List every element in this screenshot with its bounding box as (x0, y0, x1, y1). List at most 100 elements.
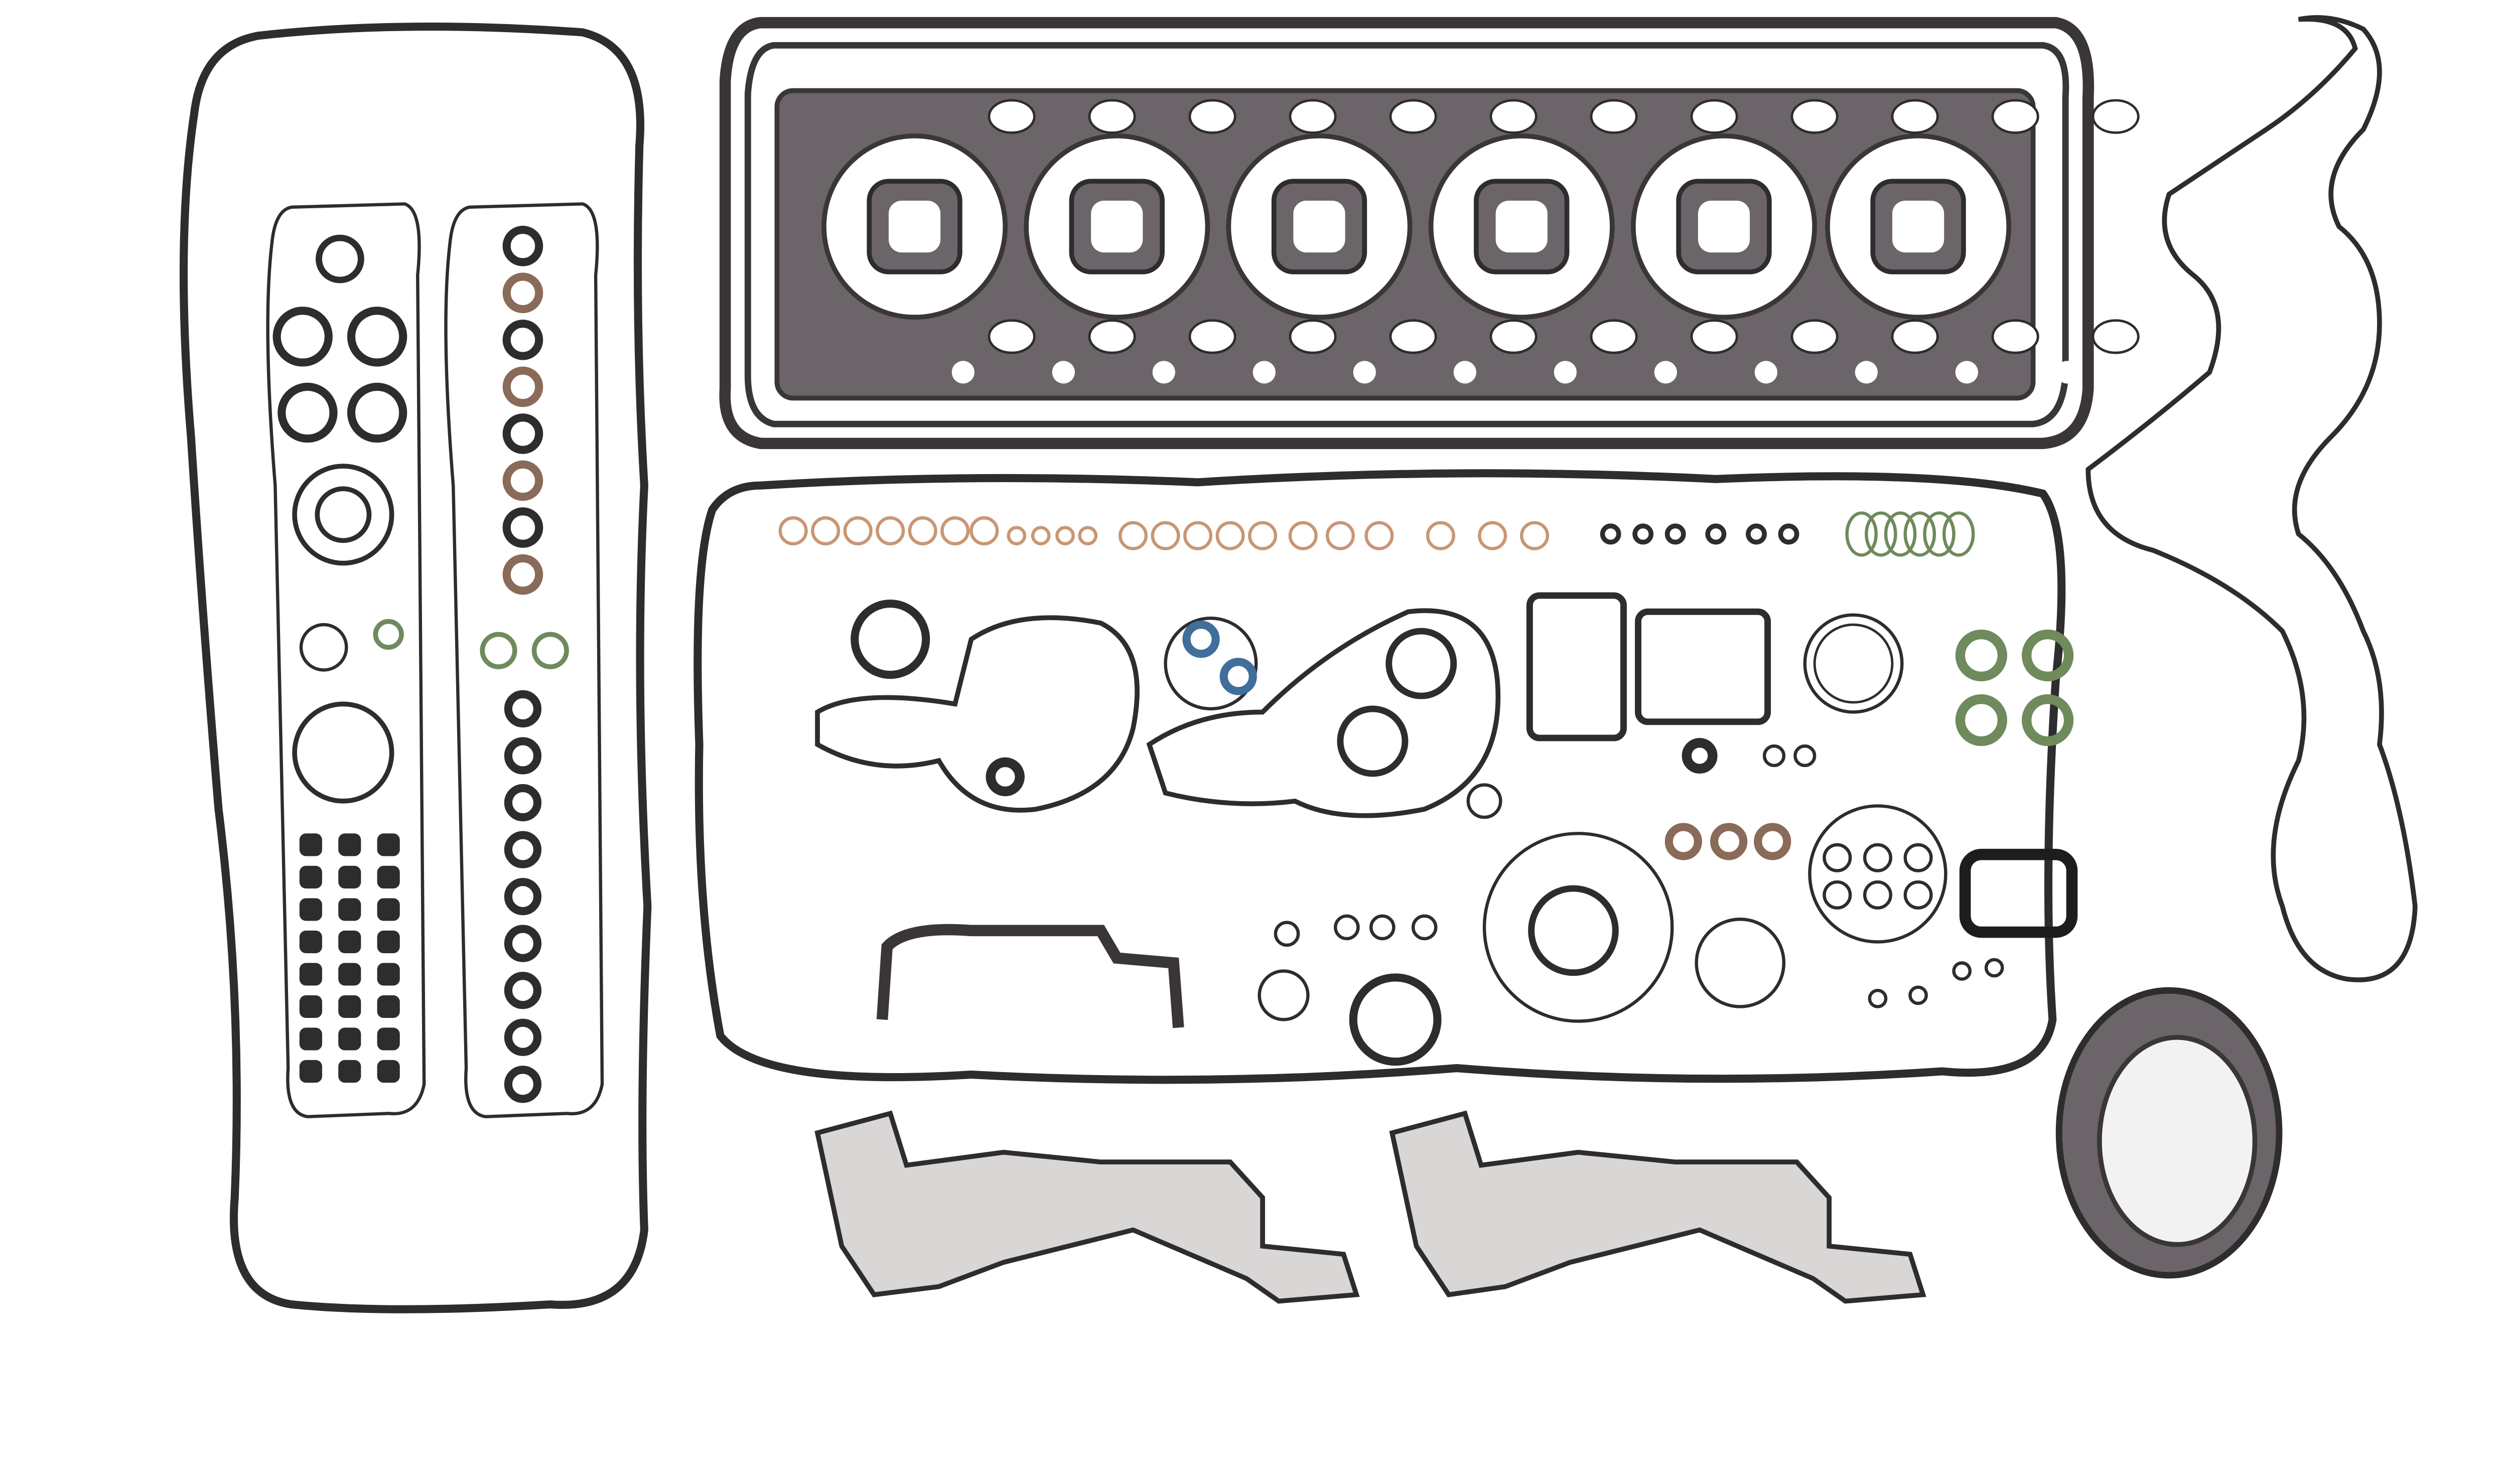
shaft-seal (272, 307, 333, 367)
o-ring-small (1778, 523, 1799, 545)
water-hole (951, 361, 974, 384)
copper-washer (1364, 521, 1394, 550)
head-holes (951, 99, 2140, 384)
bronze-seal (1710, 823, 1748, 860)
copper-washer-small (1055, 526, 1075, 546)
o-ring-small (1411, 914, 1438, 941)
injector-seal (502, 413, 543, 454)
head-bolt-hole (988, 99, 1036, 134)
valve-stem-seal (377, 865, 400, 888)
o-ring-small (1952, 961, 1972, 981)
copper-washer-small (1031, 526, 1051, 546)
exhaust-gasket-square (1526, 592, 1627, 741)
head-bolt-hole (1790, 319, 1839, 354)
valve-stem-seal (377, 833, 400, 856)
injector-seal (504, 690, 542, 727)
injector-seal (502, 366, 543, 407)
valve-port-opening (1698, 200, 1750, 253)
front-seal (292, 701, 394, 804)
o-ring-large (1695, 918, 1786, 1008)
head-bolt-hole (1389, 319, 1437, 354)
head-bolt-hole (1991, 319, 2039, 354)
valve-stem-seal (338, 898, 361, 921)
o-ring-small (1274, 921, 1300, 947)
o-ring-small (1984, 958, 2004, 978)
injector-seal (504, 1066, 542, 1103)
o-ring-green (531, 632, 569, 669)
shaft-seal (851, 600, 930, 679)
valve-stem-seal (377, 963, 400, 986)
o-ring-small (1762, 744, 1786, 768)
o-ring-green (1942, 511, 1975, 557)
shaft-seal-large (1349, 973, 1442, 1066)
head-bolt-hole (988, 319, 1036, 354)
o-ring (1258, 969, 1310, 1021)
valve-stem-seal (377, 1027, 400, 1051)
head-bolt-hole (1389, 99, 1437, 134)
water-hole (1554, 361, 1577, 384)
o-ring-large (1813, 623, 1894, 704)
injector-seal (502, 554, 543, 595)
injector-seal (504, 925, 542, 962)
head-bolt-hole (1690, 319, 1738, 354)
o-ring-green (1903, 511, 1936, 557)
injector-seal (504, 1018, 542, 1056)
valve-stem-seal (299, 1027, 322, 1051)
valve-stem-seal (338, 1027, 361, 1051)
copper-washer (969, 516, 999, 546)
o-ring-stack (1528, 885, 1619, 976)
o-ring-green (480, 632, 517, 669)
head-bolt-hole (1991, 99, 2039, 134)
o-ring-small (1334, 914, 1360, 941)
valve-stem-seal (299, 898, 322, 921)
valve-port-opening (1293, 200, 1345, 253)
injector-seal (502, 460, 543, 501)
o-ring-small (1793, 744, 1817, 768)
seal-strip-left (266, 202, 426, 1119)
copper-washer (811, 516, 841, 546)
valve-port-opening (1091, 200, 1143, 253)
head-bolt-hole (1188, 99, 1236, 134)
o-ring-small (1908, 985, 1928, 1005)
copper-washer (1426, 521, 1455, 550)
oil-cooler-gasket (815, 615, 1140, 813)
valve-stem-seal (299, 833, 322, 856)
seals-and-rings (272, 225, 2074, 1103)
o-ring-small (1466, 783, 1502, 819)
valve-stem-seal (377, 930, 400, 953)
head-bolt-hole (1891, 319, 1939, 354)
o-ring-small (1863, 880, 1892, 910)
water-hole (1654, 361, 1677, 384)
copper-washer (778, 516, 808, 546)
o-ring-small (1600, 523, 1621, 545)
o-ring-small (1632, 523, 1654, 545)
shaft-seal (277, 382, 338, 443)
rect-seal (1959, 848, 2078, 938)
water-hole (1152, 361, 1175, 384)
shaft-seal (347, 307, 407, 367)
copper-washer (1478, 521, 1507, 550)
copper-washer-small (1078, 526, 1098, 546)
o-ring-green (1865, 511, 1897, 557)
copper-washer (1325, 521, 1355, 550)
water-hole (1453, 361, 1476, 384)
head-bolt-hole (2092, 319, 2140, 354)
valve-stem-seal (338, 1060, 361, 1083)
copper-washer (1151, 521, 1180, 550)
oil-pan-gasket (693, 469, 2066, 1084)
valve-stem-seal (338, 930, 361, 953)
copper-washer-small (1007, 526, 1027, 546)
valve-stem-seal (377, 1060, 400, 1083)
rear-crank-seal-inner (2097, 1034, 2258, 1247)
o-ring (1385, 628, 1457, 699)
o-ring (1337, 705, 1409, 777)
valve-stem-seal (299, 1060, 322, 1083)
copper-washer (1183, 521, 1213, 550)
copper-washer (1119, 521, 1148, 550)
head-gasket-frame (719, 17, 2095, 450)
seal-small (1682, 737, 1718, 774)
water-hole (1252, 361, 1276, 384)
o-ring (299, 623, 348, 672)
turbo-gasket (1635, 608, 1771, 725)
manifold-gasket-left (814, 1110, 1360, 1304)
